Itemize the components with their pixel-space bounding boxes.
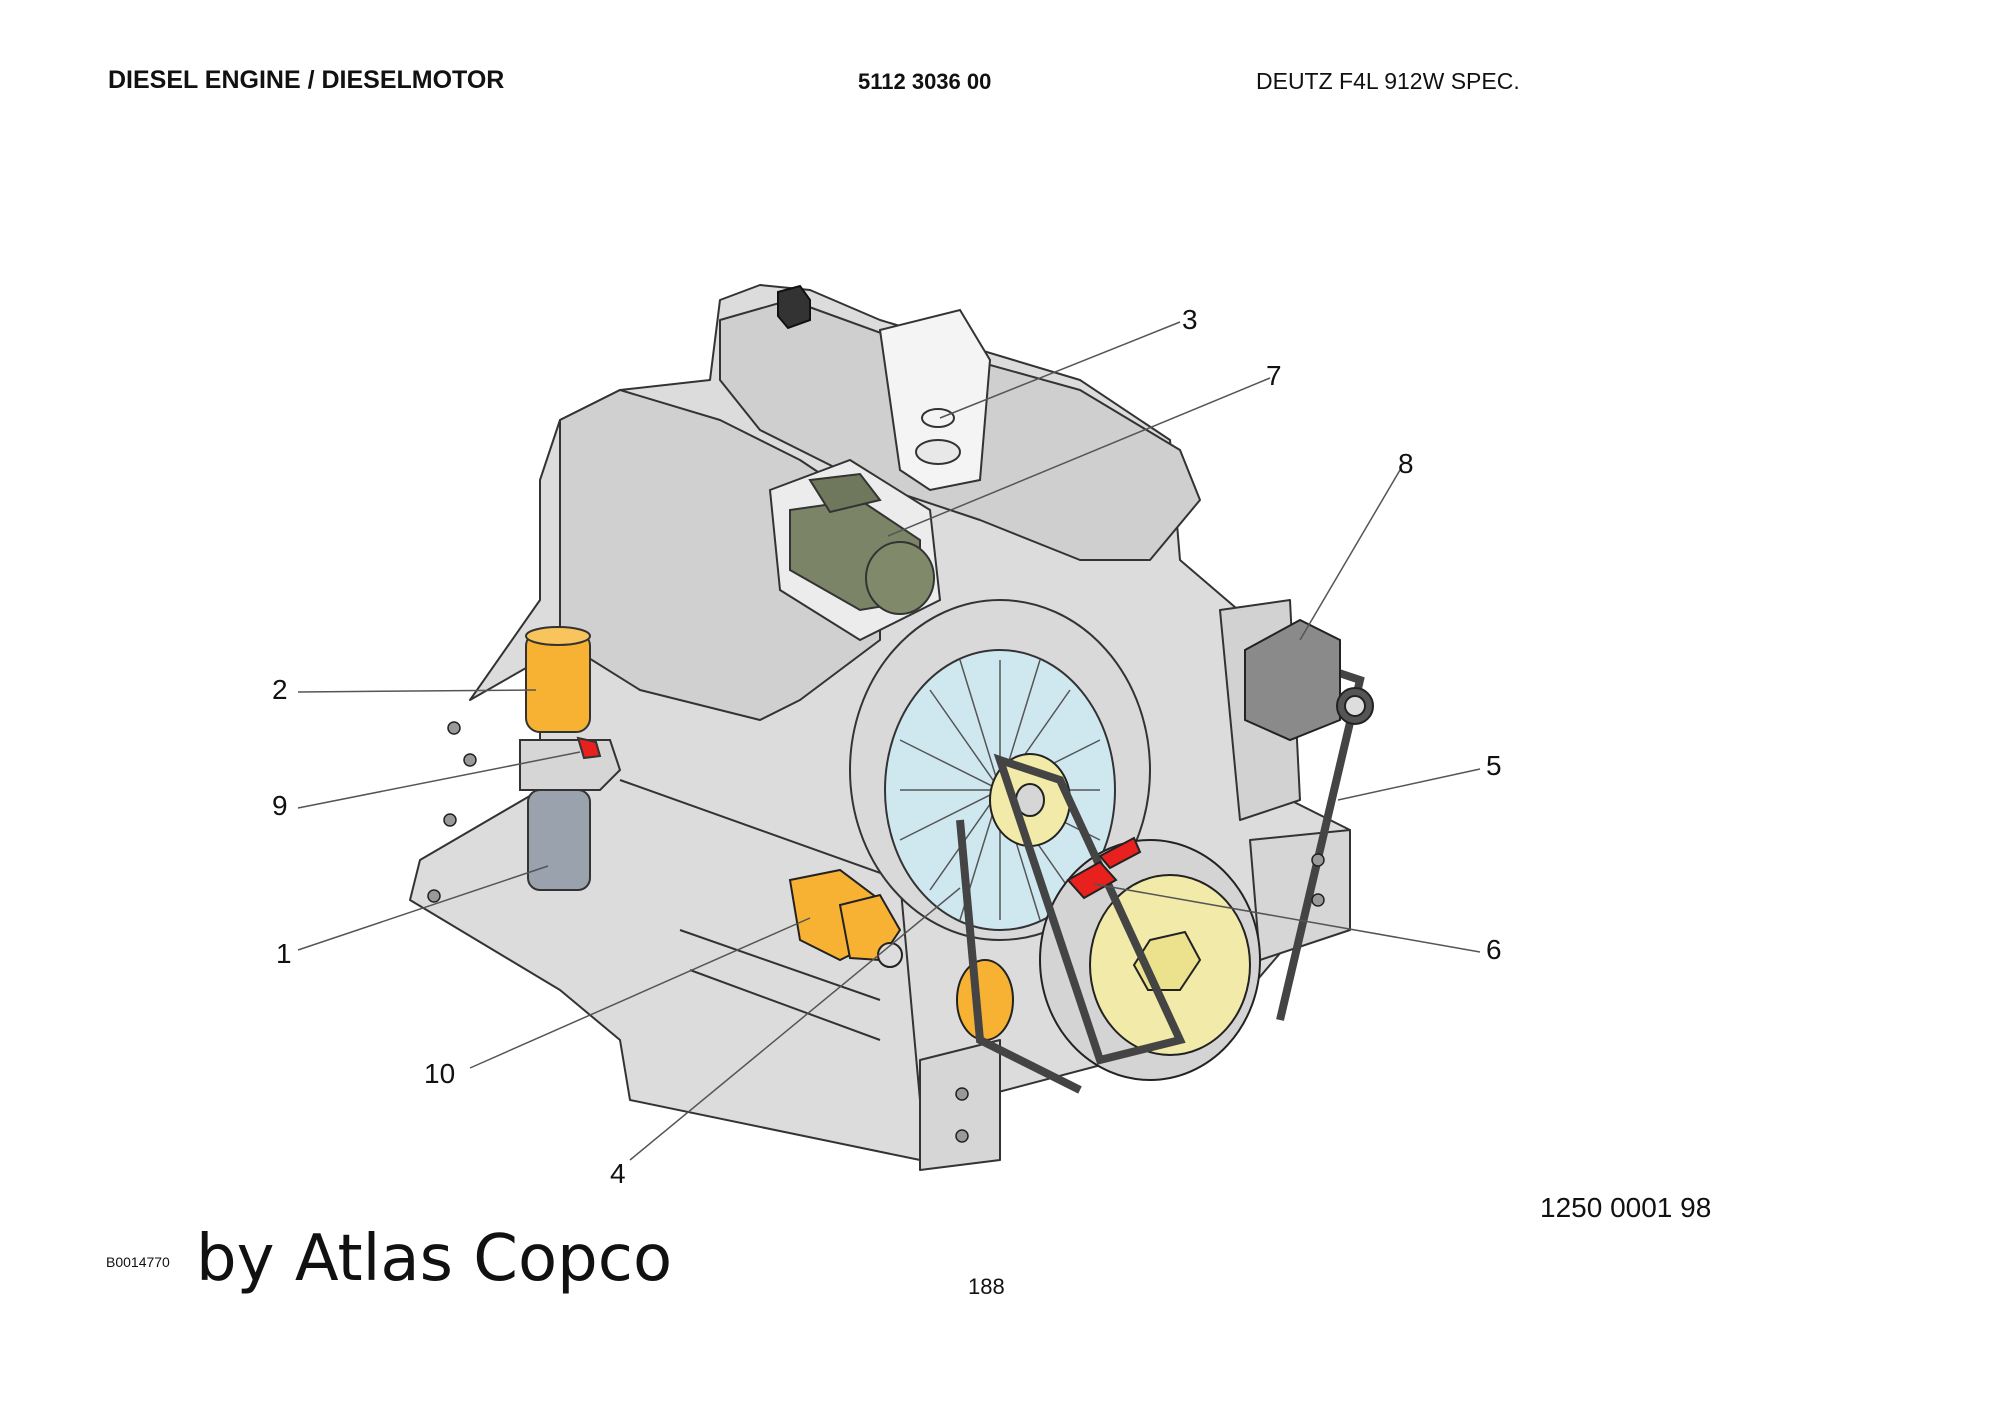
callout-5: 5 <box>1486 750 1502 781</box>
red-fitting <box>1066 836 1142 900</box>
page-number: 188 <box>968 1274 1005 1299</box>
callout-10: 10 <box>424 1058 456 1089</box>
belt-drive <box>956 656 1365 1094</box>
callout-9: 9 <box>272 790 288 821</box>
starter-motor <box>768 458 942 642</box>
part-number: 5112 3036 00 <box>858 69 992 94</box>
callout-7: 7 <box>1266 360 1282 391</box>
image-id: B0014770 <box>106 1254 170 1270</box>
brand-watermark: by Atlas Copco <box>196 1222 673 1296</box>
callout-4: 4 <box>610 1158 626 1189</box>
mounting-holes <box>427 721 1325 1143</box>
callout-3: 3 <box>1182 304 1198 335</box>
leader-lines <box>297 321 1481 1161</box>
item-3-bracket <box>878 308 992 492</box>
document-title: DIESEL ENGINE / DIESELMOTOR <box>108 66 505 94</box>
oil-filler-cap <box>777 284 811 330</box>
alternator <box>1244 618 1374 742</box>
callout-6: 6 <box>1486 934 1502 965</box>
engine-model: DEUTZ F4L 912W SPEC. <box>1256 68 1520 94</box>
callout-1: 1 <box>276 938 292 969</box>
callout-8: 8 <box>1398 448 1414 479</box>
fuel-filter-assembly <box>519 626 622 891</box>
callout-2: 2 <box>272 674 288 705</box>
solenoid-valve <box>788 868 903 968</box>
figure-number: 1250 0001 98 <box>1540 1192 1712 1223</box>
